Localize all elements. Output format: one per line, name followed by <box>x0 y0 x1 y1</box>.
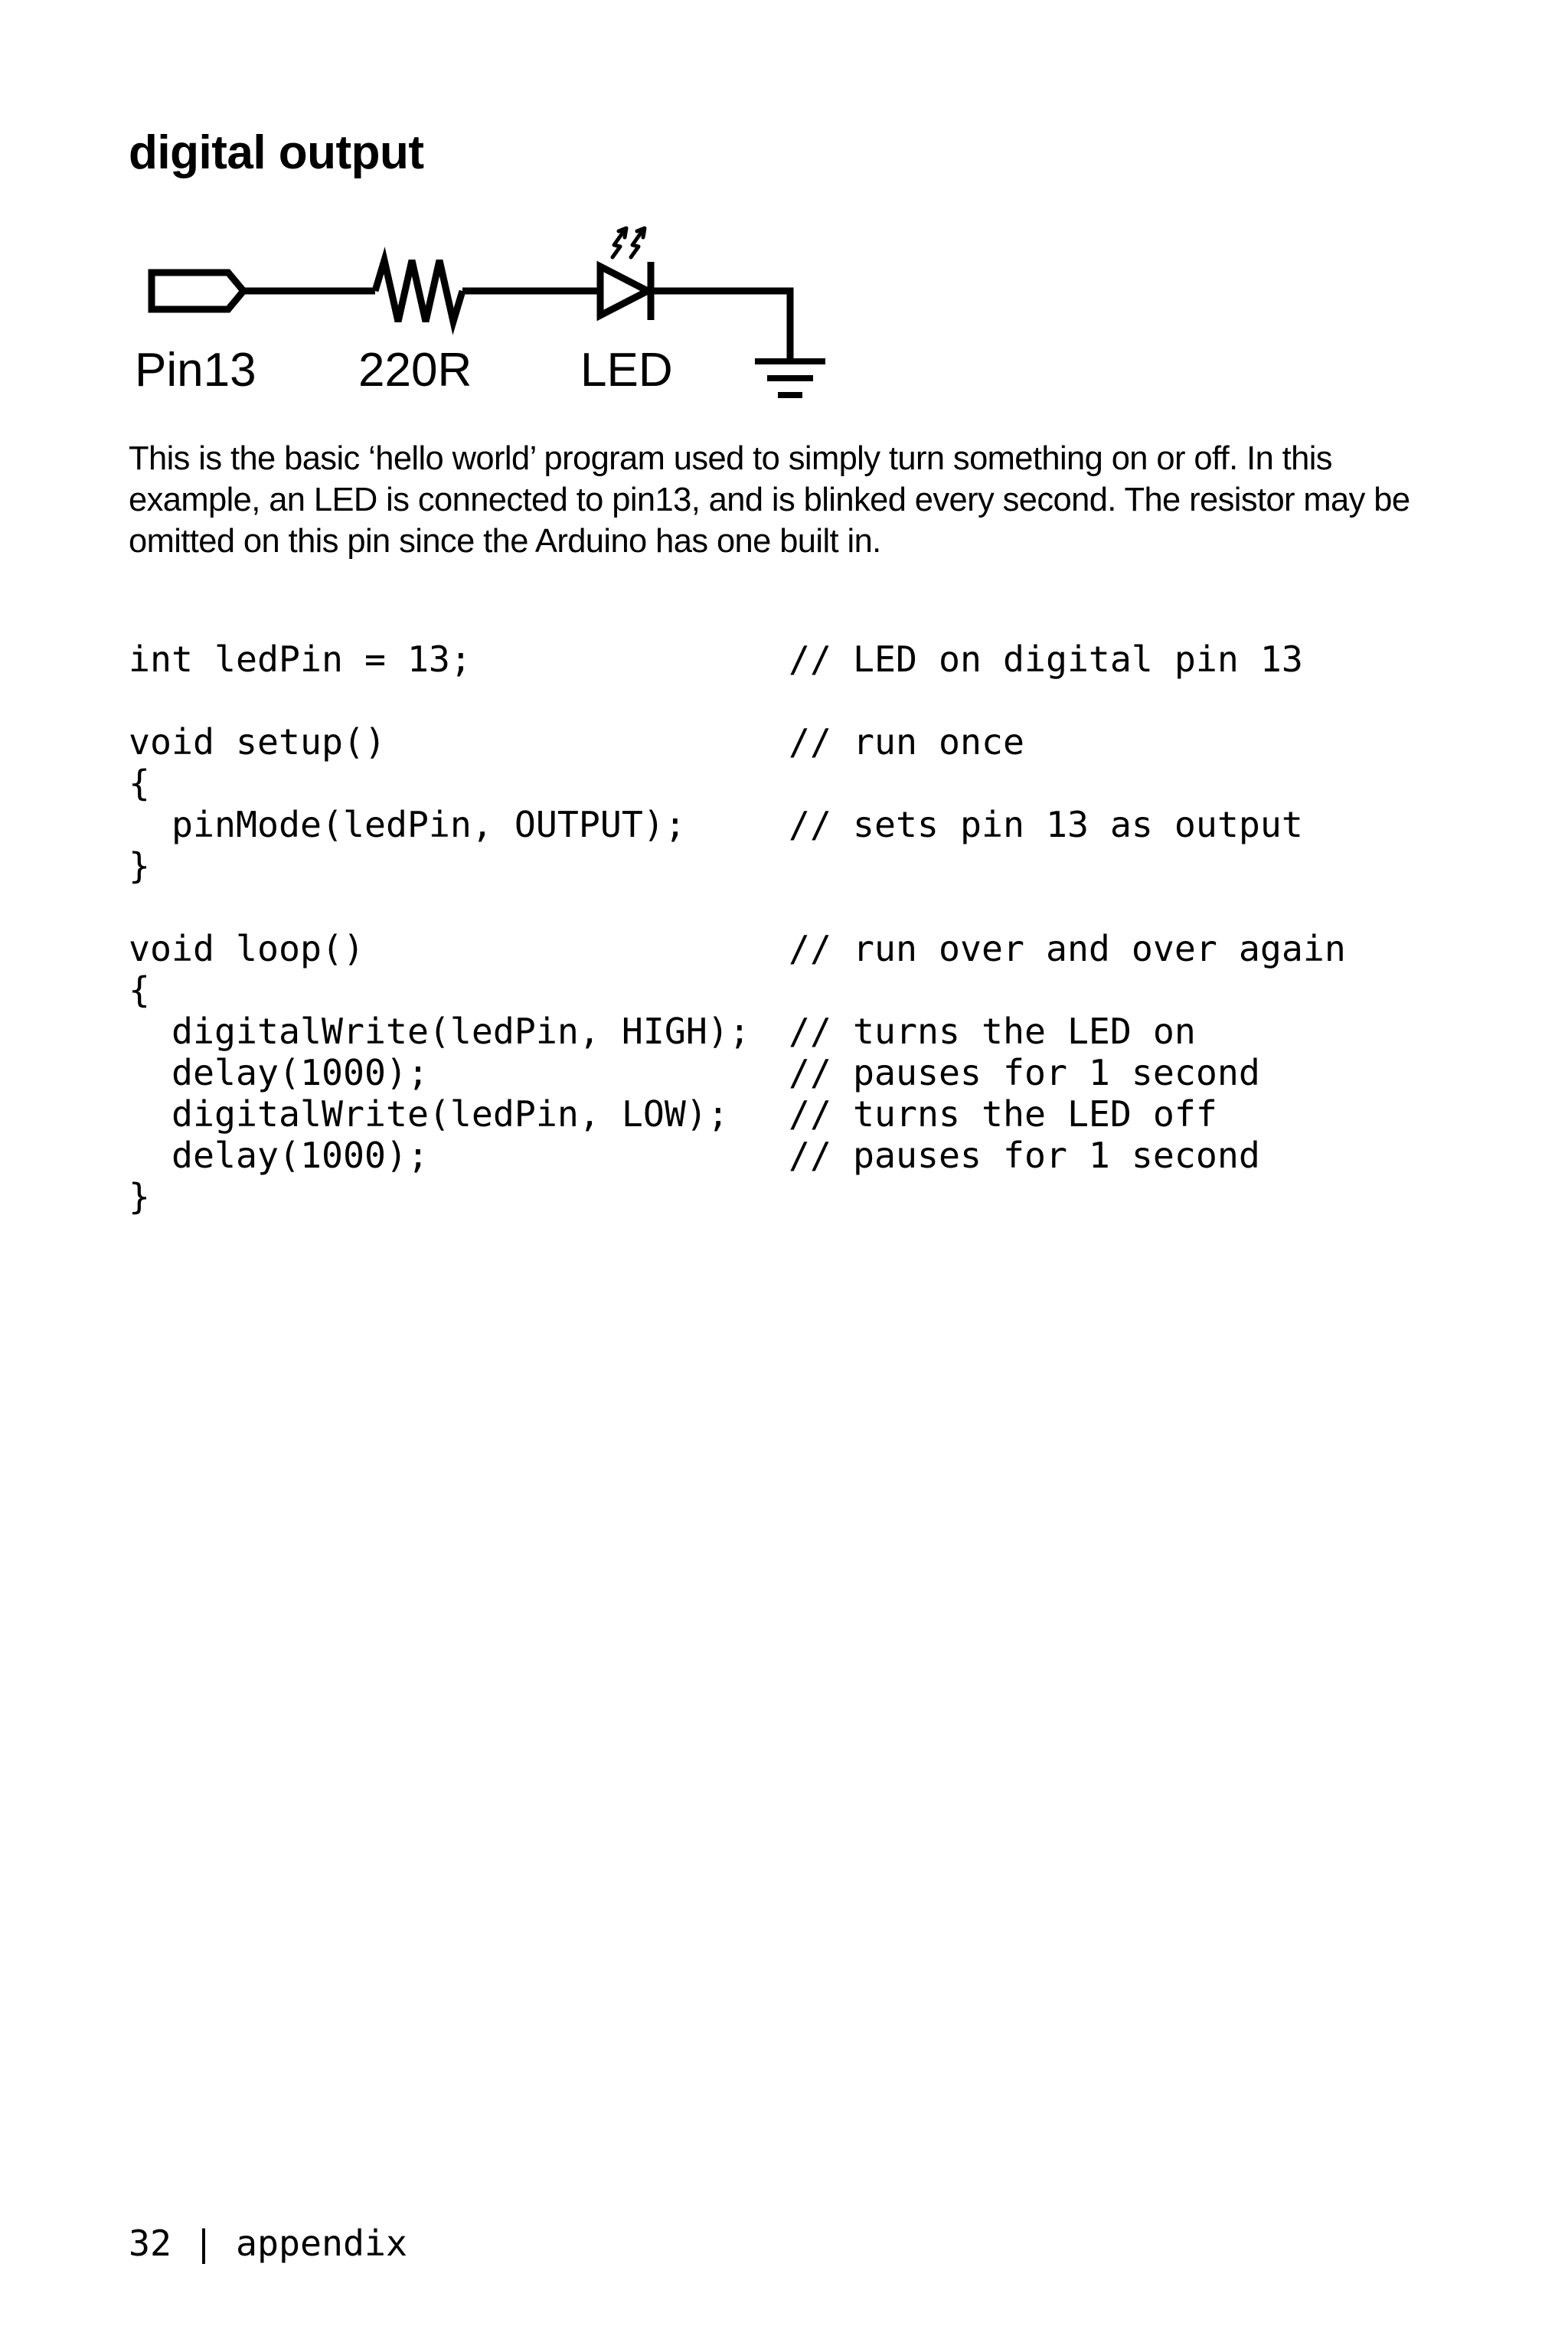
code-comment: // pauses for 1 second <box>789 1052 1260 1093</box>
code-text: digitalWrite(ledPin, LOW); <box>129 1093 729 1135</box>
code-text: } <box>129 845 150 887</box>
code-text: int ledPin = 13; <box>129 639 472 680</box>
page-heading: digital output <box>129 126 424 179</box>
page-number: 32 <box>129 2223 172 2264</box>
code-text: { <box>129 763 150 804</box>
section-name: appendix <box>236 2223 407 2264</box>
ground-icon <box>755 358 825 398</box>
wire-segment <box>651 287 794 360</box>
led-circuit-schematic: Pin13 220R LED <box>135 226 825 398</box>
code-comment: // sets pin 13 as output <box>789 804 1303 845</box>
code-comment: // pauses for 1 second <box>789 1135 1260 1176</box>
description-paragraph: This is the basic ‘hello world’ program … <box>129 440 1410 560</box>
page-footer: 32 | appendix <box>129 2222 407 2265</box>
pin-connector-icon <box>148 269 248 313</box>
led-light-arrows-icon <box>610 226 647 260</box>
code-comment: // run once <box>789 721 1024 763</box>
code-comment: // run over and over again <box>789 928 1346 969</box>
pin-label: Pin13 <box>135 344 256 397</box>
code-text: delay(1000); <box>129 1135 429 1176</box>
code-text: digitalWrite(ledPin, HIGH); <box>129 1011 750 1052</box>
code-comment: // LED on digital pin 13 <box>789 639 1303 680</box>
code-text: delay(1000); <box>129 1052 429 1093</box>
code-text: } <box>129 1176 150 1217</box>
led-icon <box>596 260 655 322</box>
code-comment: // turns the LED off <box>789 1093 1217 1135</box>
footer-separator: | <box>172 2223 236 2264</box>
resistor-icon <box>371 247 466 335</box>
resistor-label: 220R <box>358 344 472 397</box>
code-comment: // turns the LED on <box>789 1011 1196 1052</box>
code-text: void setup() <box>129 721 386 763</box>
code-text: pinMode(ledPin, OUTPUT); <box>129 804 686 845</box>
code-text: void loop() <box>129 928 364 969</box>
code-text: { <box>129 969 150 1011</box>
led-label: LED <box>580 344 673 397</box>
